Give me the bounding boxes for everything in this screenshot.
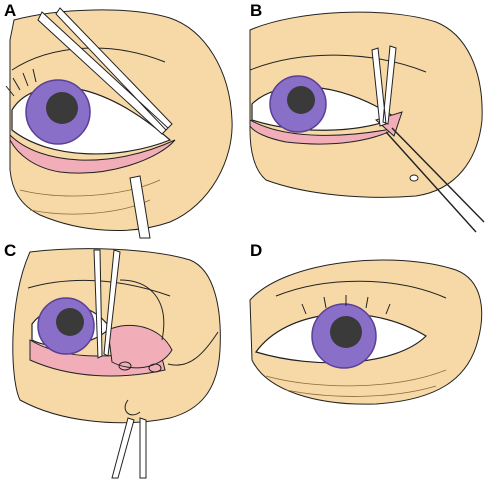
panel-d-illustration [249,259,483,405]
pupil [46,92,78,124]
suture-thread [119,279,219,416]
forceps-upper [37,7,173,135]
panel-label-c: C [4,241,17,260]
panel-c-illustration [12,248,221,479]
pupil [56,308,84,336]
upper-eyelid-fold [249,54,427,73]
panel-label-d: D [250,241,263,260]
panel-label-a: A [4,1,17,20]
scissors-pivot [409,174,419,182]
scissors [385,127,485,233]
pupil [287,86,315,114]
needle-holder [111,417,147,479]
panel-d: D [246,240,491,479]
lower-eyelid-conjunctiva [249,119,397,145]
forceps-upper [93,249,121,359]
panel-b-illustration [249,11,485,233]
upper-lashes [301,295,391,315]
panel-c: C [0,240,245,479]
forceps [371,45,397,127]
upper-lashes [5,68,37,97]
panel-a: A [0,0,245,239]
panel-label-b: B [250,1,263,20]
wrinkle-lines [265,369,447,397]
lower-eyelid-everted [9,133,176,174]
suture-loop-1 [118,361,132,371]
panel-a-illustration [5,7,233,239]
pupil [330,316,362,348]
forceps-lower [129,175,151,239]
resected-flap [107,324,173,369]
upper-eyelid-fold [275,280,447,299]
panel-b: B [246,0,491,239]
suture-loop-2 [148,363,162,373]
